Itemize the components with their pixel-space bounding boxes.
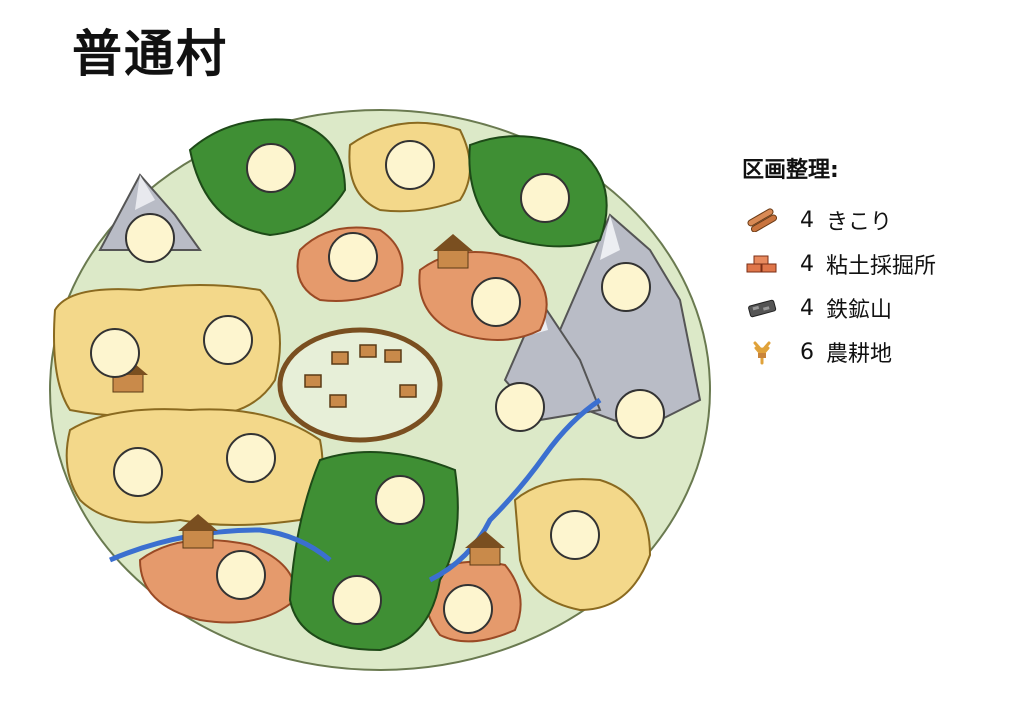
slot-1[interactable] <box>246 143 296 193</box>
building-slots[interactable] <box>90 140 665 634</box>
slot-9[interactable] <box>601 262 651 312</box>
slot-3[interactable] <box>520 173 570 223</box>
legend-label: 農耕地 <box>826 342 893 367</box>
slot-11[interactable] <box>615 389 665 439</box>
legend-label: きこり <box>826 210 893 235</box>
legend-label: 鉄鉱山 <box>826 298 893 323</box>
legend-item-crop: 6 農耕地 <box>742 330 936 374</box>
slot-10[interactable] <box>495 382 545 432</box>
lumber-icon <box>742 205 782 235</box>
slot-12[interactable] <box>113 447 163 497</box>
village-map <box>49 109 711 671</box>
legend-count: 4 <box>800 251 814 277</box>
wheat-icon <box>742 337 782 367</box>
legend-item-iron: 4 鉄鉱山 <box>742 286 936 330</box>
slot-13[interactable] <box>226 433 276 483</box>
slot-5[interactable] <box>328 232 378 282</box>
brick-icon <box>742 249 782 279</box>
hut-clay-sw <box>178 514 218 549</box>
slot-18[interactable] <box>443 584 493 634</box>
legend-count: 4 <box>800 295 814 321</box>
legend-label: 粘土採掘所 <box>826 254 937 279</box>
legend-item-lumber: 4 きこり <box>742 198 936 242</box>
legend-count: 4 <box>800 207 814 233</box>
slot-17[interactable] <box>332 575 382 625</box>
slot-14[interactable] <box>375 475 425 525</box>
river <box>109 397 602 583</box>
page-title: 普通村 <box>72 25 228 83</box>
iron-ore-icon <box>742 293 782 323</box>
field-west-lower <box>65 408 324 526</box>
legend-item-clay: 4 粘土採掘所 <box>742 242 936 286</box>
slot-6[interactable] <box>471 277 521 327</box>
slot-16[interactable] <box>216 550 266 600</box>
slot-2[interactable] <box>385 140 435 190</box>
slot-15[interactable] <box>550 510 600 560</box>
slot-7[interactable] <box>90 328 140 378</box>
legend-count: 6 <box>800 339 814 365</box>
village-houses <box>304 344 417 408</box>
hut-clay-ne <box>433 234 473 269</box>
slot-8[interactable] <box>203 315 253 365</box>
legend-title: 区画整理: <box>742 158 839 183</box>
resource-legend: 区画整理: 4 きこり 4 粘土採掘所 4 鉄鉱山 6 農耕地 <box>742 152 936 374</box>
slot-4[interactable] <box>125 213 175 263</box>
hut-clay-s <box>465 531 505 566</box>
